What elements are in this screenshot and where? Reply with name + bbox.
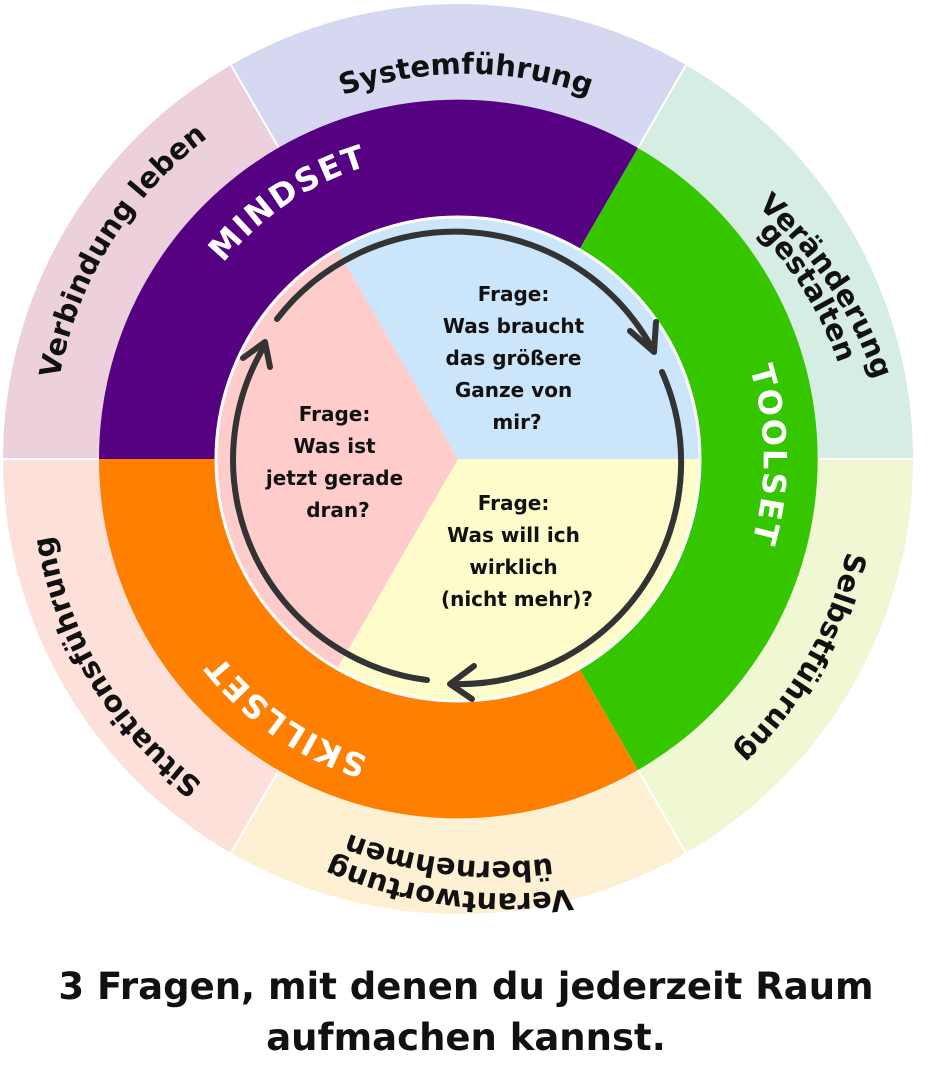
arrow-right-head bbox=[447, 663, 477, 702]
arrow-top bbox=[274, 228, 655, 351]
cycle-arrows bbox=[230, 228, 685, 702]
arrow-right bbox=[450, 369, 685, 688]
arrow-left bbox=[230, 342, 430, 683]
inner-disc bbox=[214, 215, 702, 703]
question-left: Frage: Was ist jetzt gerade dran? bbox=[265, 402, 410, 522]
inner-section-bottom bbox=[337, 459, 701, 702]
inner-section-top bbox=[337, 216, 701, 459]
inner-section-left bbox=[215, 249, 458, 669]
framework-circle-diagram: Systemführung Veränderung gestalten Selb… bbox=[3, 4, 914, 920]
arrow-top-head bbox=[627, 319, 659, 355]
arrow-left-head bbox=[240, 339, 273, 370]
question-top: Frage: Was braucht das größere Ganze von… bbox=[443, 282, 591, 434]
question-bottom: Frage: Was will ich wirklich (nicht mehr… bbox=[441, 491, 593, 611]
caption-line-2: aufmachen kannst. bbox=[266, 1016, 666, 1059]
caption-line-1: 3 Fragen, mit denen du jederzeit Raum bbox=[58, 965, 874, 1008]
